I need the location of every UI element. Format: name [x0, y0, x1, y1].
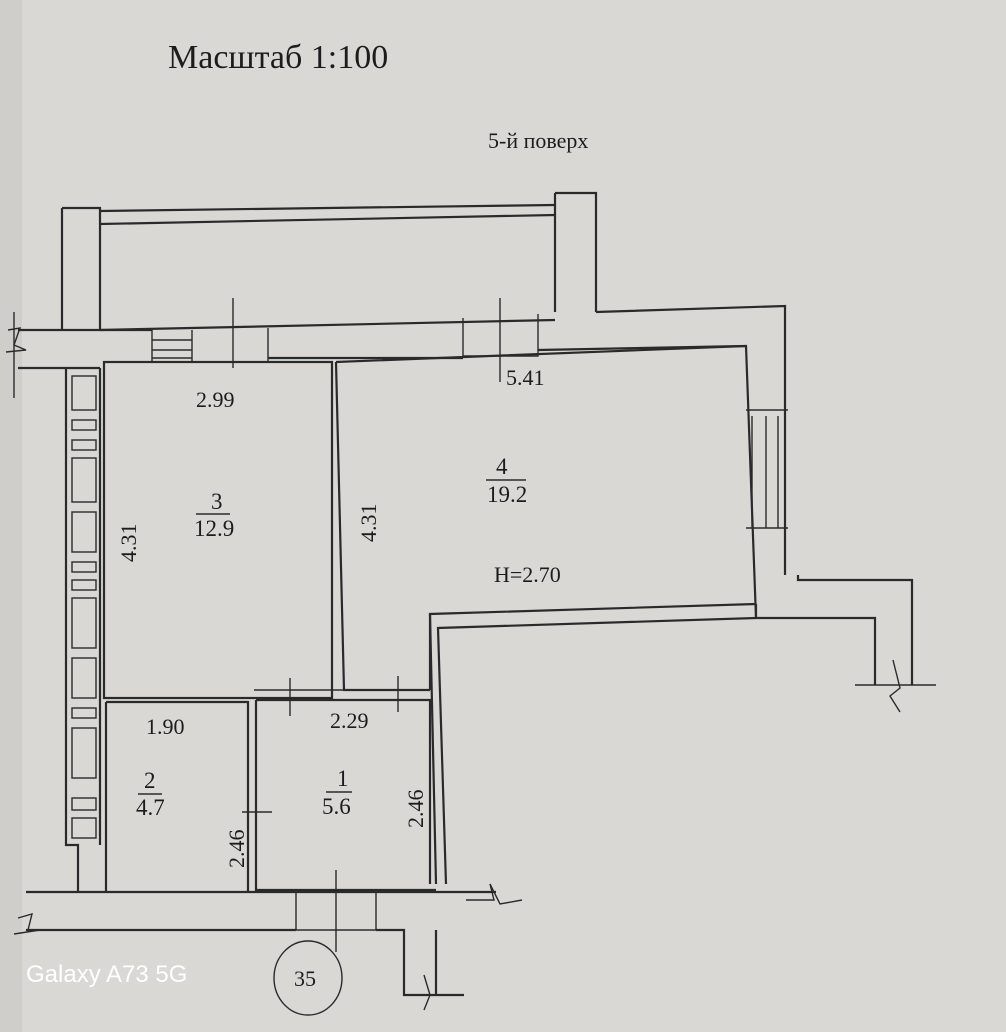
room-area: 5.6	[322, 794, 351, 819]
room-number: 4	[496, 454, 508, 479]
left-wall	[5, 312, 102, 892]
paper-shadow	[0, 0, 22, 1032]
room-1	[254, 676, 436, 892]
page-number-circle	[273, 940, 343, 1016]
dim-room1-width: 2.29	[330, 708, 369, 733]
dim-room4-height: 4.31	[356, 504, 381, 543]
floor-label: 5-й поверх	[488, 128, 588, 153]
room-3	[102, 298, 334, 700]
room-number: 2	[144, 768, 156, 793]
dim-room2-width: 1.90	[146, 714, 185, 739]
outer-wall-bottom	[13, 870, 523, 1011]
dim-room3-height: 4.31	[116, 524, 141, 563]
right-walls	[428, 575, 936, 885]
camera-watermark: Galaxy A73 5G	[26, 961, 187, 988]
page-number: 35	[294, 966, 316, 991]
room-area: 19.2	[487, 482, 527, 507]
dim-room3-width: 2.99	[196, 387, 235, 412]
room-area: 4.7	[136, 795, 165, 820]
balcony	[60, 191, 598, 332]
ceiling-height-label: H=2.70	[494, 562, 561, 587]
dim-room1-height: 2.46	[403, 790, 428, 829]
room-number: 3	[211, 489, 223, 514]
room-number: 1	[337, 766, 349, 791]
scale-label: Масштаб 1:100	[168, 39, 388, 76]
room-area: 12.9	[194, 516, 234, 541]
dim-room4-width: 5.41	[506, 365, 545, 390]
dim-room2-height: 2.46	[224, 830, 249, 869]
